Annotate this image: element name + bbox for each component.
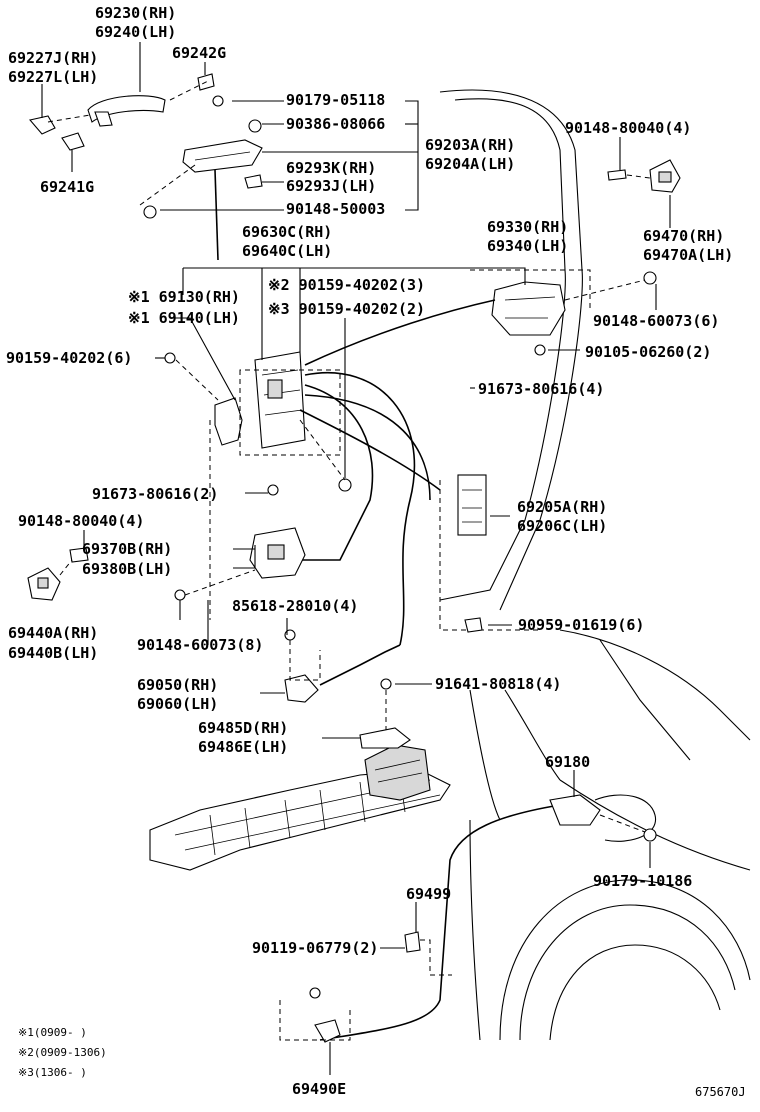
part-labels: 69230(RH) 69240(LH) 69227J(RH) 69227L(LH…: [6, 4, 733, 1098]
label-69470A: 69470A(LH): [643, 246, 733, 264]
leader-lines: [41, 42, 671, 1075]
label-90386-08066: 90386-08066: [286, 115, 385, 133]
label-90179-05118: 90179-05118: [286, 91, 385, 109]
label-69640C: 69640C(LH): [242, 242, 332, 260]
label-69440A: 69440A(RH): [8, 624, 98, 642]
label-69293K: 69293K(RH): [286, 159, 376, 177]
label-69240: 69240(LH): [95, 23, 176, 41]
label-69485D: 69485D(RH): [198, 719, 288, 737]
label-69227L: 69227L(LH): [8, 68, 98, 86]
label-91641-80818: 91641-80818(4): [435, 675, 561, 693]
label-90119-06779: 90119-06779(2): [252, 939, 378, 957]
footnotes: ※1(0909- ) ※2(0909-1306) ※3(1306- ) 6756…: [18, 1026, 746, 1099]
label-69203A: 69203A(RH): [425, 136, 515, 154]
upper-hinge: [607, 159, 681, 193]
label-69370B: 69370B(RH): [82, 540, 172, 558]
label-69205A: 69205A(RH): [517, 498, 607, 516]
label-69140: ※1 69140(LH): [128, 309, 240, 327]
label-69130: ※1 69130(RH): [128, 288, 240, 306]
label-90179-10186: 90179-10186: [593, 872, 692, 890]
vehicle-body-outline: [439, 89, 751, 1041]
lower-hinge: [27, 547, 89, 601]
label-69050: 69050(RH): [137, 676, 218, 694]
label-69499: 69499: [406, 885, 451, 903]
floor-panel: [149, 744, 451, 871]
label-90148-80040-upper: 90148-80040(4): [565, 119, 691, 137]
label-69230: 69230(RH): [95, 4, 176, 22]
label-90148-60073-6: 90148-60073(6): [593, 312, 719, 330]
label-69060: 69060(LH): [137, 695, 218, 713]
label-69242G: 69242G: [172, 44, 226, 62]
actuator: [439, 474, 540, 631]
label-90148-50003: 90148-50003: [286, 200, 385, 218]
control-cables: [299, 299, 496, 686]
label-69490E: 69490E: [292, 1080, 346, 1098]
label-91673-80616-4: 91673-80616(4): [478, 380, 604, 398]
footnote-2: ※2(0909-1306): [18, 1046, 107, 1059]
label-90959-01619: 90959-01619(6): [518, 616, 644, 634]
label-69380B: 69380B(LH): [82, 560, 172, 578]
diagram-code: 675670J: [695, 1085, 746, 1099]
label-90105-06260: 90105-06260(2): [585, 343, 711, 361]
label-69180: 69180: [545, 753, 590, 771]
label-69486E: 69486E(LH): [198, 738, 288, 756]
footnote-3: ※3(1306- ): [18, 1066, 87, 1079]
rear-lock-assembly: [470, 269, 657, 356]
lower-lock-assembly: [174, 420, 306, 620]
label-90159-40202-6: 90159-40202(6): [6, 349, 132, 367]
label-69330: 69330(RH): [487, 218, 568, 236]
label-69293J: 69293J(LH): [286, 177, 376, 195]
label-69241G: 69241G: [40, 178, 94, 196]
label-69204A: 69204A(LH): [425, 155, 515, 173]
fuel-lid-opener: [279, 794, 657, 1043]
label-85618-28010: 85618-28010(4): [232, 597, 358, 615]
outside-handle-group: [28, 73, 263, 261]
label-69470: 69470(RH): [643, 227, 724, 245]
label-90159-40202-3: ※2 90159-40202(3): [268, 276, 425, 294]
label-69630C: 69630C(RH): [242, 223, 332, 241]
label-69206C: 69206C(LH): [517, 517, 607, 535]
door-lock-assembly: [164, 351, 352, 496]
latch-and-bracket: [284, 617, 483, 749]
label-69227J: 69227J(RH): [8, 49, 98, 67]
label-90148-60073-8: 90148-60073(8): [137, 636, 263, 654]
label-90159-40202-2: ※3 90159-40202(2): [268, 300, 425, 318]
label-91673-80616-2: 91673-80616(2): [92, 485, 218, 503]
label-69340: 69340(LH): [487, 237, 568, 255]
label-69440B: 69440B(LH): [8, 644, 98, 662]
label-90148-80040-lower: 90148-80040(4): [18, 512, 144, 530]
footnote-1: ※1(0909- ): [18, 1026, 87, 1039]
